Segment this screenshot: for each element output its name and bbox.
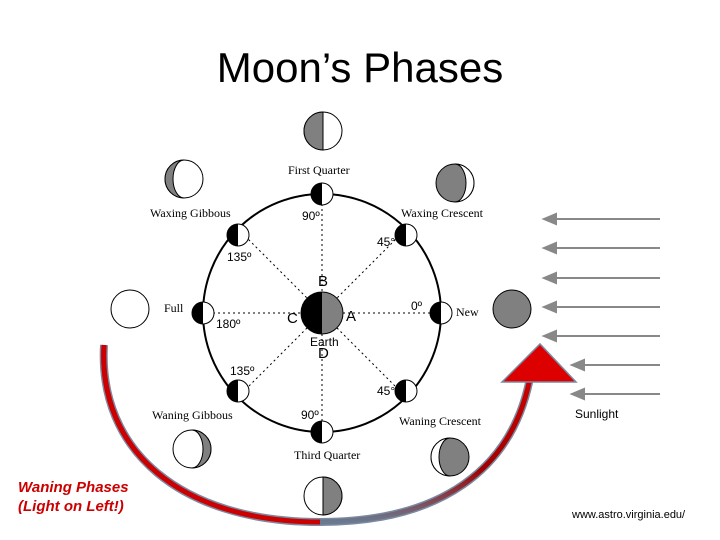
phase-third-quarter [304, 477, 342, 515]
label-waning-gibbous: Waning Gibbous [152, 408, 233, 423]
angle-lower-right: 45° [377, 384, 395, 398]
phase-waxing-crescent [436, 164, 474, 202]
phase-new [493, 290, 531, 328]
point-b: B [318, 273, 328, 290]
angle-upper-right: 45° [377, 235, 395, 249]
label-first-quarter: First Quarter [288, 163, 350, 178]
angle-bottom: 90º [301, 408, 319, 422]
label-full: Full [164, 301, 183, 316]
label-third-quarter: Third Quarter [294, 448, 360, 463]
label-waning-crescent: Waning Crescent [399, 414, 481, 429]
label-new: New [456, 305, 479, 320]
phase-waxing-gibbous [165, 160, 203, 198]
orbit-moon-right [430, 302, 452, 324]
angle-top: 90º [302, 209, 320, 223]
phase-full [111, 290, 149, 328]
orbit-moon-lower-right [395, 380, 417, 402]
orbit-moon-lower-left [227, 380, 249, 402]
sunlight-label: Sunlight [575, 407, 618, 421]
label-waxing-gibbous: Waxing Gibbous [150, 206, 231, 221]
orbit-moon-left [192, 302, 214, 324]
waning-note-line-1: Waning Phases [18, 478, 129, 497]
label-waxing-crescent: Waxing Crescent [401, 206, 483, 221]
point-a: A [346, 308, 356, 325]
angle-left: 180º [216, 317, 240, 331]
waning-note-line-2: (Light on Left!) [18, 497, 129, 516]
orbit-moon-top [311, 183, 333, 205]
waning-phases-note: Waning Phases (Light on Left!) [18, 478, 129, 516]
angle-right: 0º [411, 299, 422, 313]
point-c: C [287, 310, 298, 327]
angle-lower-left: 135º [230, 364, 254, 378]
phase-waning-gibbous [173, 430, 211, 468]
phase-first-quarter [304, 112, 342, 150]
earth [301, 292, 343, 334]
phase-waning-crescent [431, 438, 469, 476]
angle-upper-left: 135º [227, 250, 251, 264]
point-d: D [318, 345, 329, 362]
source-url: www.astro.virginia.edu/ [572, 509, 685, 521]
orbit-moon-bottom [311, 421, 333, 443]
orbit-moon-upper-left [227, 224, 249, 246]
orbit-moon-upper-right [395, 224, 417, 246]
